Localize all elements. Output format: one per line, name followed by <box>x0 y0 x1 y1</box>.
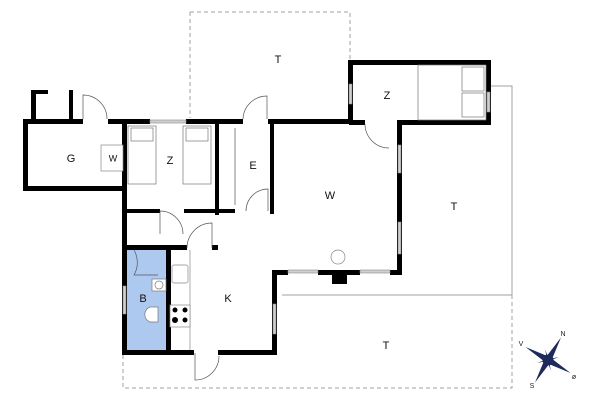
twin-beds <box>127 125 212 185</box>
room-label-garage: G <box>67 153 76 165</box>
windows <box>122 83 491 335</box>
stove-icon <box>330 249 346 265</box>
kitchen-counter <box>169 250 191 350</box>
compass-west-label: V <box>519 341 524 348</box>
doors <box>82 94 390 381</box>
room-label-terrace-south: T <box>383 340 390 352</box>
terrace-outlines <box>122 11 513 389</box>
room-label-bedroom-east: Z <box>384 90 391 102</box>
bathroom-fixtures <box>144 278 167 323</box>
bathroom-fill <box>127 250 168 352</box>
compass-rose-icon <box>525 337 571 383</box>
double-bed <box>417 64 487 121</box>
compass-north-label: N <box>560 331 565 338</box>
compass-south-label: S <box>530 383 535 390</box>
room-label-terrace-north: T <box>275 54 282 66</box>
compass-east-label: ø <box>572 374 577 381</box>
room-label-bedroom-twin: Z <box>167 155 174 167</box>
room-label-kitchen: K <box>224 293 232 305</box>
room-label-entry: E <box>249 160 256 172</box>
room-label-terrace-east: T <box>451 201 458 213</box>
walls <box>23 60 491 355</box>
room-label-living: W <box>325 190 336 202</box>
washer-box <box>100 144 124 172</box>
room-label-bathroom: B <box>139 293 146 305</box>
room-label-washer: W <box>109 153 118 163</box>
